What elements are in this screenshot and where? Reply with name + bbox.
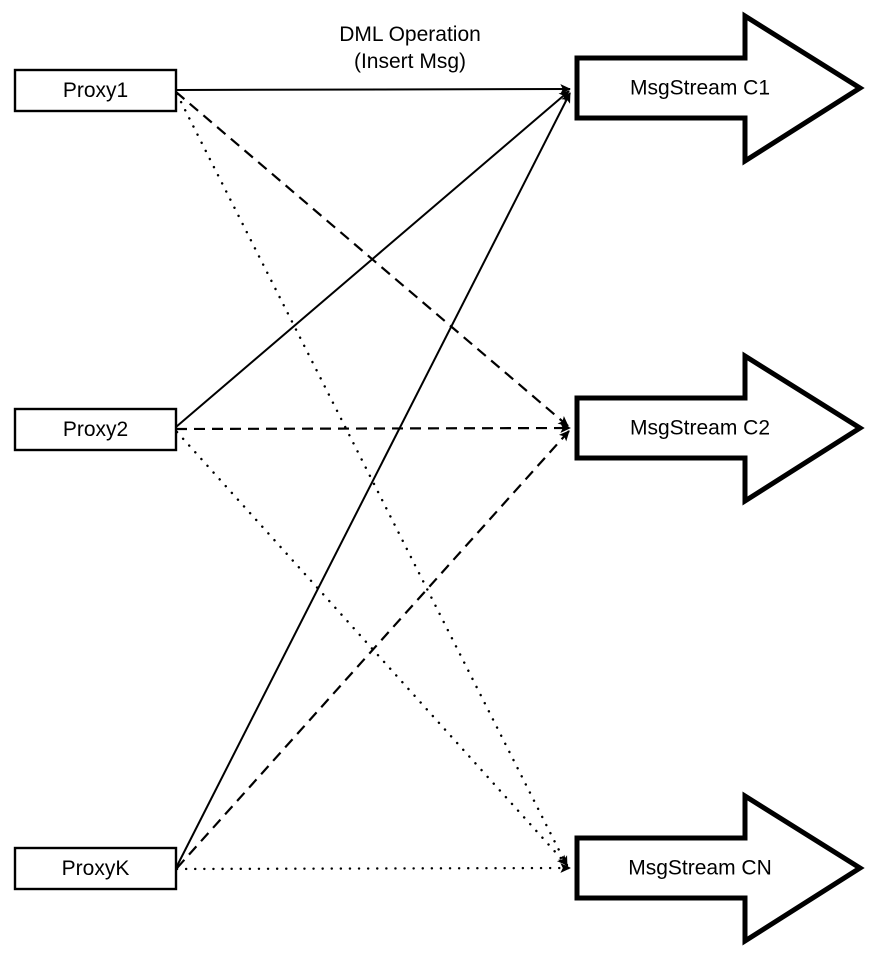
proxy-node-proxyk[interactable]: ProxyK: [13, 846, 178, 891]
connections-layer: [175, 84, 572, 873]
proxy-node-proxy2[interactable]: Proxy2: [13, 407, 178, 452]
proxy-box-outline: [13, 68, 178, 113]
connection-pk-c2: [176, 430, 570, 869]
connection-p1-c1: [175, 84, 571, 94]
stream-arrow-shape: [574, 351, 865, 506]
stream-node-stream_c1[interactable]: MsgStream C1: [574, 11, 865, 166]
proxy-label: Proxy2: [63, 418, 128, 441]
proxy-label: ProxyK: [62, 857, 130, 880]
edge-label-line-2: (Insert Msg): [354, 50, 466, 73]
stream-label: MsgStream CN: [628, 857, 772, 880]
stream-node-stream_cn[interactable]: MsgStream CN: [574, 791, 865, 946]
proxy-node-proxy1[interactable]: Proxy1: [13, 68, 178, 113]
stream-arrow-shape: [574, 791, 865, 946]
proxy-box-outline: [13, 846, 178, 891]
connection-pk-c1: [176, 92, 571, 867]
connection-p2-cn: [175, 430, 569, 867]
edge-label-dml-operation: DML Operation (Insert Msg): [339, 23, 481, 73]
proxy-box-outline: [13, 407, 178, 452]
stream-node-stream_c2[interactable]: MsgStream C2: [574, 351, 865, 506]
connection-p2-c1: [175, 90, 570, 428]
connection-pk-cn: [175, 863, 572, 873]
stream-label: MsgStream C2: [630, 417, 770, 440]
proxy-label: Proxy1: [63, 79, 128, 102]
edge-label-line-1: DML Operation: [339, 23, 481, 46]
stream-label: MsgStream C1: [630, 77, 770, 100]
connection-p2-c2: [175, 423, 571, 433]
stream-arrow-shape: [574, 11, 865, 166]
stream-nodes-layer: MsgStream C1 MsgStream C2 MsgStream CN: [574, 11, 865, 946]
